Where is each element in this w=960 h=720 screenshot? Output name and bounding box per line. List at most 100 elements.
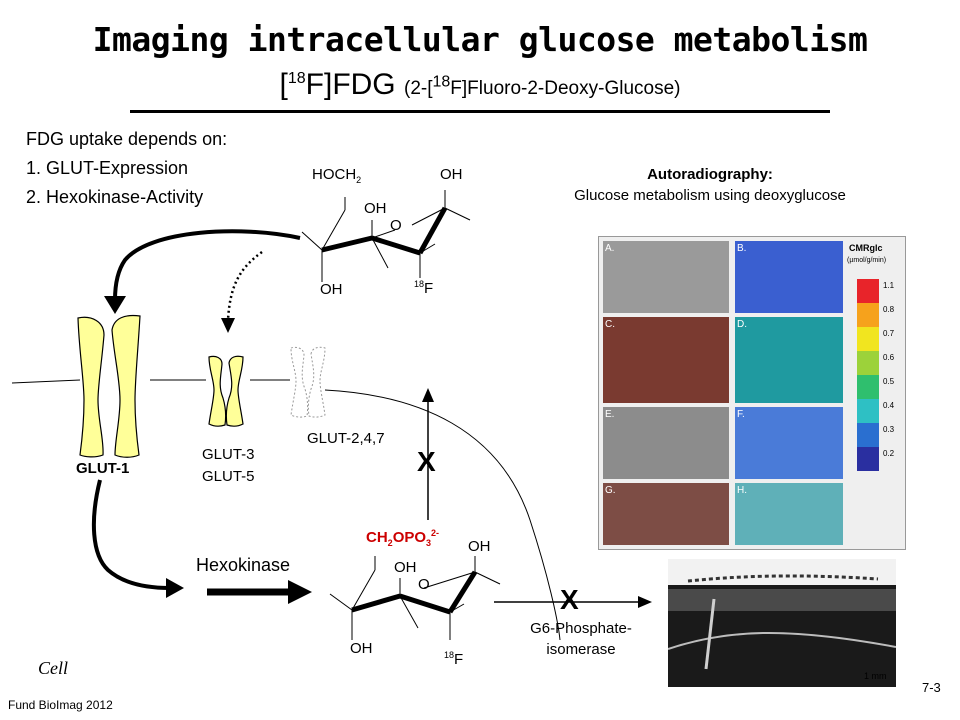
hexokinase-arrowhead [288, 580, 312, 604]
page-title: Imaging intracellular glucose metabolism [92, 20, 868, 59]
autorad-panels-svg [603, 241, 879, 545]
uptake-heading: FDG uptake depends on: [26, 129, 228, 149]
panel-label-g: G. [605, 485, 616, 496]
panel-label-h: H. [737, 485, 747, 496]
panel-d-color [735, 317, 843, 403]
glut1-left-half [77, 316, 105, 458]
mol-bot-fluorine: 18F [444, 650, 463, 668]
micrograph-image: 1 mm [667, 559, 897, 687]
uptake-item-2: 2. Hexokinase-Activity [26, 187, 204, 207]
micrograph-svg [667, 559, 897, 670]
mol-top-hoch-sub: 2 [356, 175, 362, 185]
subtitle-paren-rest: F]Fluoro-2-Deoxy-Glucose) [450, 78, 681, 99]
phosphate-group: CH2OPO32- [366, 528, 439, 548]
panel-f-color [735, 407, 843, 479]
panel-b-color [735, 241, 843, 313]
glut5-label: GLUT-5 [202, 468, 255, 485]
scale-value-1: 0.8 [883, 305, 895, 314]
footer-page-number: 7-3 [922, 680, 941, 695]
panel-e-gray [603, 407, 729, 479]
phosphate-opo: OPO [392, 529, 427, 546]
glut247-right-half [307, 346, 326, 418]
glut1-right-half [111, 314, 141, 458]
arrow-fdg-to-glut35 [226, 250, 263, 321]
panel-c-gray [603, 317, 729, 403]
blocked-isomerase-mark: X [560, 584, 579, 615]
mol-bot-oh-right: OH [468, 538, 491, 555]
arrowhead-cell [166, 578, 184, 598]
uptake-item-1: 1. GLUT-Expression [26, 158, 189, 178]
panel-label-e: E. [605, 409, 615, 420]
cell-label: Cell [38, 658, 68, 678]
scale-value-4: 0.5 [883, 377, 895, 386]
glut35-right-half [225, 355, 244, 427]
arrowhead-glut35 [221, 318, 235, 333]
membrane-left [11, 379, 81, 384]
scale-value-3: 0.6 [883, 353, 895, 362]
mol-top-hoch: HOCH2 [312, 166, 361, 185]
mol-top-hoch-text: HOCH [312, 166, 357, 183]
arrowhead-glut1 [104, 296, 126, 314]
autoradiography-figure: A. B. C. D. E. F. G. H. CMRglc (µmol/g/m… [598, 236, 906, 550]
mol-bot-oh-left: OH [350, 640, 373, 657]
membrane-curve [324, 389, 561, 641]
isomerase-label-line1: G6-Phosphate- [530, 620, 632, 637]
fdg-molecule-top [301, 190, 471, 282]
glut247-label: GLUT-2,4,7 [307, 430, 385, 447]
glut35-left-half [208, 355, 227, 427]
micrograph-scale: 1 mm [864, 671, 887, 681]
autorad-heading: Autoradiography: [647, 166, 773, 183]
panel-label-f: F. [737, 409, 745, 420]
scale-title: CMRglc [849, 243, 883, 253]
phosphate-sub1: 2 [387, 538, 393, 548]
mol-bot-o-ring: O [418, 576, 430, 593]
subtitle-paren-iso: 18 [432, 73, 451, 91]
mol-top-f-iso: 18 [414, 279, 425, 289]
panel-g-gray [603, 483, 729, 545]
mol-bot-oh-ring: OH [394, 559, 417, 576]
phosphate-charge: 2- [431, 528, 440, 538]
hexokinase-label: Hexokinase [196, 555, 291, 575]
phosphate-sub2: 3 [426, 538, 432, 548]
arrow-fdg-to-glut1 [113, 229, 301, 301]
autorad-caption: Glucose metabolism using deoxyglucose [574, 187, 846, 204]
panel-label-d: D. [737, 319, 747, 330]
isomerase-label-line2: isomerase [546, 641, 616, 658]
mol-bot-f: F [454, 651, 464, 668]
isomerase-arrowhead [638, 596, 652, 608]
scale-value-0: 1.1 [883, 281, 895, 290]
mol-top-f: F [424, 280, 434, 297]
subtitle-paren: (2-[18F]Fluoro-2-Deoxy-Glucose) [404, 74, 681, 99]
scale-value-6: 0.3 [883, 425, 895, 434]
panel-a-gray [603, 241, 729, 313]
glut3-label: GLUT-3 [202, 446, 255, 463]
page-subtitle: [18F]FDG (2-[18F]Fluoro-2-Deoxy-Glucose) [0, 68, 960, 102]
mol-top-oh-right: OH [440, 166, 463, 183]
subtitle-main: F]FDG [305, 68, 396, 101]
scale-unit: (µmol/g/min) [847, 257, 887, 264]
subtitle-open: [ [279, 68, 288, 101]
subtitle-iso: 18 [287, 70, 306, 87]
subtitle-paren-open: (2-[ [404, 78, 433, 99]
fdg6p-molecule-bottom [329, 556, 501, 640]
panel-label-c: C. [605, 319, 615, 330]
blocked-exit-arrowhead [422, 388, 434, 402]
mol-top-oh-ring: OH [364, 200, 387, 217]
mol-top-oh-left: OH [320, 281, 343, 298]
scale-value-5: 0.4 [883, 401, 895, 410]
panel-label-b: B. [737, 243, 747, 254]
glut247-left-half [290, 346, 309, 418]
blocked-exit-mark: X [417, 446, 436, 477]
panel-label-a: A. [605, 243, 615, 254]
mol-bot-f-iso: 18 [444, 650, 455, 660]
scale-value-2: 0.7 [883, 329, 895, 338]
arrow-glut1-to-cell [91, 479, 171, 590]
mol-top-o-ring: O [390, 217, 402, 234]
mol-top-fluorine: 18F [414, 279, 433, 297]
glut1-label: GLUT-1 [76, 460, 130, 477]
footer-course: Fund BioImag 2012 [8, 698, 113, 712]
phosphate-ch: CH [366, 529, 388, 546]
scale-value-7: 0.2 [883, 449, 895, 458]
title-underline [130, 110, 830, 113]
